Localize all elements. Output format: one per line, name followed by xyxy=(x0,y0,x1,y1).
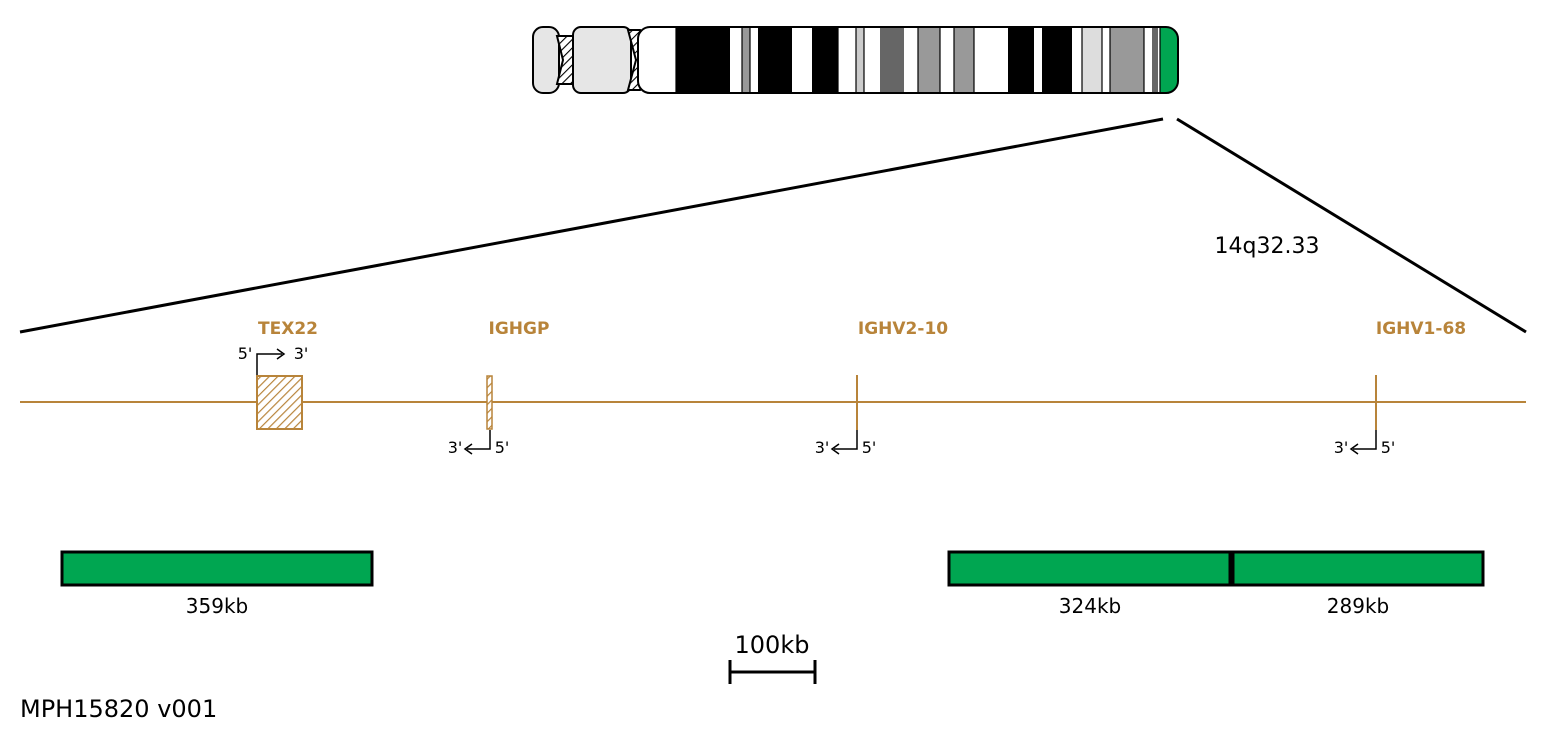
gene-label: IGHV2-10 xyxy=(858,319,948,339)
strand-3-label: 3' xyxy=(294,344,309,363)
gene-ighv2-10: IGHV2-10 3' 5' xyxy=(815,319,949,457)
gene-label: IGHV1-68 xyxy=(1376,319,1466,339)
q-arm-bands xyxy=(638,27,1178,93)
strand-5-label: 5' xyxy=(862,438,877,457)
clone-359kb: 359kb xyxy=(60,550,374,618)
gene-ighgp: IGHGP 3' 5' xyxy=(448,319,550,457)
arrowhead xyxy=(276,348,286,360)
chromosome-ideogram xyxy=(532,26,1179,94)
gene-tex22: TEX22 5' 3' xyxy=(238,319,318,430)
scale-bar-label: 100kb xyxy=(735,631,810,659)
strand-5-label: 5' xyxy=(1381,438,1396,457)
highlight-band xyxy=(1160,27,1178,93)
transcription-arrow xyxy=(834,430,858,450)
clone-size-label: 289kb xyxy=(1327,594,1389,618)
gene-body xyxy=(256,375,303,430)
zoom-line-right xyxy=(1176,117,1527,334)
strand-3-label: 3' xyxy=(815,438,830,457)
probe-id: MPH15820 v001 xyxy=(20,695,217,723)
clone-bar xyxy=(60,550,374,587)
clone-size-label: 359kb xyxy=(186,594,248,618)
strand-3-label: 3' xyxy=(1334,438,1349,457)
clone-bar xyxy=(1231,550,1485,587)
band-label: 14q32.33 xyxy=(1215,234,1320,259)
transcription-arrow xyxy=(1353,430,1377,450)
clone-289kb: 289kb xyxy=(1231,550,1485,618)
transcription-arrow xyxy=(467,430,491,450)
zoom-line-left xyxy=(19,117,1164,334)
arrowhead xyxy=(463,443,473,455)
q-arm-outline xyxy=(637,26,1179,94)
transcription-arrow xyxy=(256,353,282,375)
arrowhead xyxy=(830,443,840,455)
scale-bar: 100kb xyxy=(728,631,817,684)
gene-label: TEX22 xyxy=(258,319,318,339)
strand-5-label: 5' xyxy=(495,438,510,457)
p-arm-tip xyxy=(532,26,560,94)
p-arm-block xyxy=(572,26,632,94)
clone-size-label: 324kb xyxy=(1059,594,1121,618)
clone-bar xyxy=(947,550,1232,587)
clone-324kb: 324kb xyxy=(947,550,1232,618)
strand-5-label: 5' xyxy=(238,344,253,363)
gene-ighv1-68: IGHV1-68 3' 5' xyxy=(1334,319,1466,457)
gene-label: IGHGP xyxy=(489,319,550,339)
arrowhead xyxy=(1349,443,1359,455)
gene-body xyxy=(486,375,493,430)
strand-3-label: 3' xyxy=(448,438,463,457)
